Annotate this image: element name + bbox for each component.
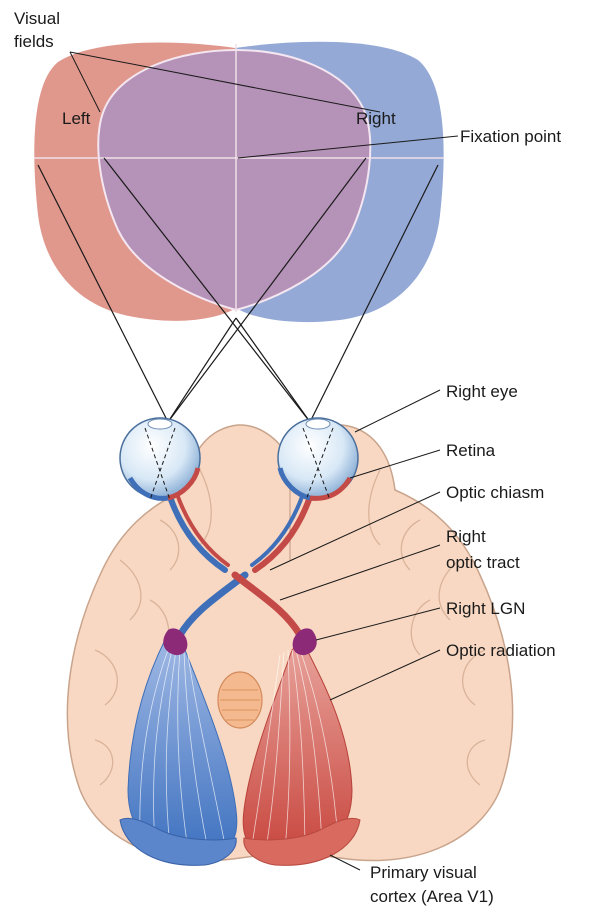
fixation-point-label: Fixation point	[460, 127, 561, 146]
left-eye	[120, 418, 200, 500]
visual-fields	[34, 42, 444, 322]
optic-radiation-label: Optic radiation	[446, 641, 556, 660]
primary-visual-cortex-label-line2: cortex (Area V1)	[370, 887, 494, 906]
right-optic-tract-label-line1: Right	[446, 527, 486, 546]
right-eye-label: Right eye	[446, 382, 518, 401]
left-field-label: Left	[62, 109, 91, 128]
visual-fields-label-line2: fields	[14, 32, 54, 51]
visual-fields-label-line1: Visual	[14, 9, 60, 28]
right-eye	[278, 418, 358, 500]
right-field-label: Right	[356, 109, 396, 128]
optic-chiasm-label: Optic chiasm	[446, 483, 544, 502]
right-optic-tract-label-line2: optic tract	[446, 553, 520, 572]
retina-label: Retina	[446, 441, 496, 460]
primary-visual-cortex-label-line1: Primary visual	[370, 863, 477, 882]
right-lgn-label: Right LGN	[446, 599, 525, 618]
